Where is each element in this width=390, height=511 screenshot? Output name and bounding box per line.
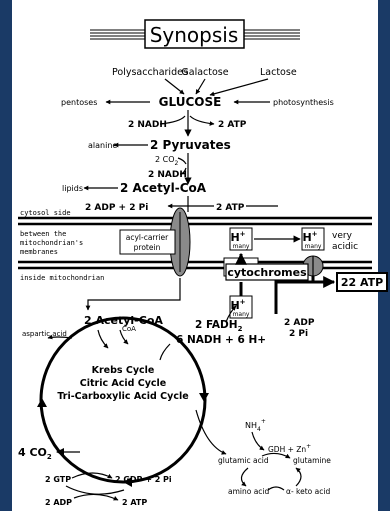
arrow-cycle-to-glutamic: [195, 409, 227, 455]
transamination-link: [267, 486, 285, 491]
krebs-label-3: Tri-Carboxylic Acid Cycle: [57, 391, 188, 402]
photosynthesis-label: photosynthesis: [273, 98, 334, 107]
acyl-carrier-label-1: acyl-carrier: [126, 233, 169, 242]
krebs-label-1: Krebs Cycle: [92, 365, 155, 376]
lactose-label: Lactose: [260, 67, 297, 78]
atp-bottom-label: 2 ATP: [122, 498, 147, 507]
atp-synthase-path: [274, 276, 315, 300]
nadh-branch-line: [159, 115, 186, 125]
paper-background: [12, 0, 378, 511]
gdh-label: GDH + Zn+: [268, 443, 311, 454]
arrow-acetylcoa-coa: [119, 329, 129, 345]
atp-label-1: 2 ATP: [218, 120, 247, 130]
co2-branch-line: [177, 157, 187, 165]
arrow-lactose-glucose: [209, 78, 269, 97]
many-label-left: many: [233, 243, 250, 250]
very-acidic-label-1: very: [332, 231, 353, 241]
between-label-3: membranes: [20, 248, 58, 256]
cytochromes-label: cytochromes: [227, 266, 307, 279]
nadh-label-1: 2 NADH: [128, 120, 167, 130]
pi-label-matrix: 2 Pi: [289, 329, 308, 339]
h-plus-label-bottom: H+: [230, 298, 245, 312]
arrow-galactose-glucose: [195, 78, 206, 95]
atp-22-box: [336, 272, 388, 292]
adp-pi-label: 2 ADP + 2 Pi: [85, 203, 148, 213]
h-plus-box-right: [301, 227, 325, 251]
cycle-arrowhead-bottom: [123, 477, 132, 487]
acyl-carrier-box: [119, 229, 176, 255]
co2-out-label: 4 CO2: [18, 446, 52, 461]
title-bar-left: [90, 29, 145, 40]
arrow-keto-to-glutamine: [295, 467, 302, 487]
h-plus-box-left: [229, 227, 253, 251]
nh4-label: NH4+: [245, 418, 266, 433]
co2-arrowhead: [56, 448, 64, 456]
amino-acid-label: amino acid: [228, 487, 270, 496]
coa-label: CoA: [122, 325, 136, 333]
co2-label: 2 CO2: [155, 155, 179, 167]
outer-membrane: [18, 216, 372, 226]
atp-label-2: 2 ATP: [216, 203, 245, 213]
very-acidic-label-2: acidic: [332, 242, 358, 252]
arrow-carrier-to-acetylcoa: [85, 278, 181, 311]
acetylcoa-label-matrix: 2 Acetyl-CoA: [84, 314, 163, 327]
atp-22-label: 22 ATP: [341, 276, 383, 289]
inside-mitochondrian-label: inside mitochondrian: [20, 274, 104, 282]
glutamine-label: glutamine: [293, 456, 331, 465]
between-label-2: mitochondrian's: [20, 239, 83, 247]
cytosol-side-label: cytosol side: [20, 209, 71, 217]
cycle-arrowhead-left: [37, 398, 47, 407]
many-label-right: many: [305, 243, 322, 250]
title-group: Synopsis: [90, 19, 300, 49]
galactose-label: Galactose: [181, 67, 228, 78]
gdp-pi-label: 2 GDP + 2 Pi: [115, 475, 172, 484]
many-label-bottom: many: [233, 311, 250, 318]
arrow-glutamic-to-amino: [240, 467, 249, 487]
alanine-label: alanine: [88, 141, 117, 150]
title-box: [144, 19, 245, 49]
arrow-gdp-to-gtp-top: [71, 472, 113, 479]
cycle-arrowhead-right: [199, 393, 209, 402]
cytochromes-box: [225, 263, 309, 281]
pentoses-label: pentoses: [61, 98, 97, 107]
keto-acid-label: α- keto acid: [286, 487, 330, 496]
nadh-label-2: 2 NADH: [148, 170, 187, 180]
arrow-adp-to-atp: [73, 493, 119, 501]
arrow-acetylcoa-into-cycle: [97, 329, 109, 349]
arrow-nh4-to-gdh: [251, 431, 265, 451]
arrow-glutamic-to-glutamine: [261, 452, 291, 459]
fadh2-label: 2 FADH2: [195, 319, 243, 333]
acetylcoa-label-top: 2 Acetyl-CoA: [120, 181, 207, 195]
nadh-branch-from-cycle: [159, 343, 171, 361]
arrow-fadh2-to-cytochrome: [225, 305, 237, 323]
nadh-h-label: 6 NADH + 6 H+: [176, 334, 266, 346]
arrow-polysaccharides-glucose: [164, 78, 185, 95]
adp-label-matrix: 2 ADP: [284, 318, 315, 328]
pyruvates-label: 2 Pyruvates: [150, 138, 231, 152]
acyl-carrier-label-2: protein: [134, 243, 161, 252]
nadh-branch-line-2: [179, 167, 187, 175]
h-plus-label-right: H+: [302, 230, 317, 244]
gtp-label: 2 GTP: [45, 475, 71, 484]
arrow-cycle-aspartic: [47, 334, 73, 340]
aspartic-acid-label: aspartic acid: [22, 330, 67, 338]
adp-bottom-label: 2 ADP: [45, 498, 72, 507]
glucose-label: GLUCOSE: [159, 95, 222, 109]
lipids-label: lipids: [62, 184, 83, 193]
h-plus-label-left: H+: [230, 230, 245, 244]
glutamic-acid-label: glutamic acid: [218, 456, 269, 465]
page-title: Synopsis: [150, 23, 239, 47]
title-bar-right: [244, 29, 300, 40]
krebs-label-2: Citric Acid Cycle: [80, 378, 167, 389]
between-label-1: between the: [20, 230, 66, 238]
polysaccharides-label: Polysaccharides: [112, 67, 188, 78]
atp-branch-line: [189, 115, 215, 126]
